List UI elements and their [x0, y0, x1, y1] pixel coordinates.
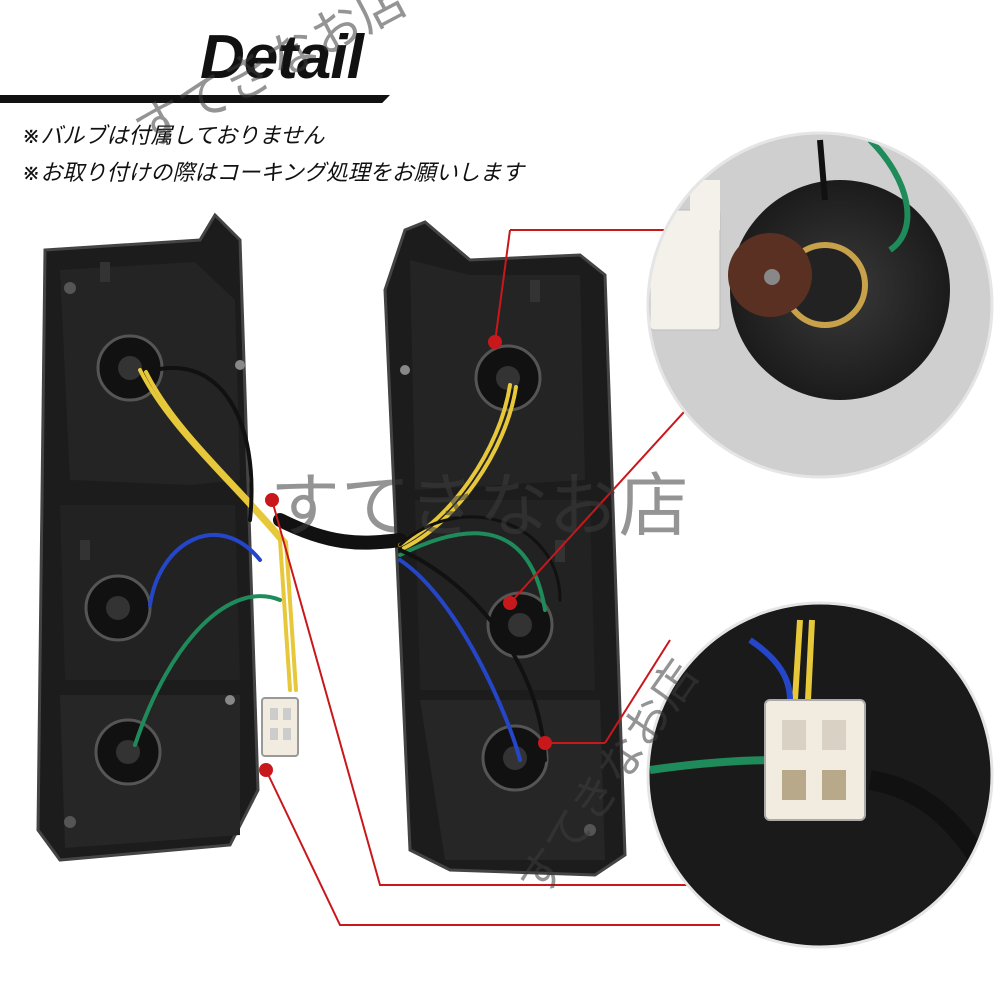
zoom-connector [646, 601, 994, 949]
note-no-bulbs: ※バルブは付属しておりません [22, 124, 325, 149]
callout-dots [259, 335, 552, 777]
watermark-center: すてきなお店 [270, 465, 689, 547]
title-underline [0, 95, 390, 103]
harness-connector [261, 697, 299, 757]
note-caulking: ※お取り付けの際はコーキング処理をお願いします [22, 161, 524, 186]
wire-harness [133, 366, 562, 762]
right-tail-light-housing [383, 220, 627, 877]
zoom-bulb-socket [646, 131, 994, 479]
page-title: Detail [200, 23, 364, 92]
